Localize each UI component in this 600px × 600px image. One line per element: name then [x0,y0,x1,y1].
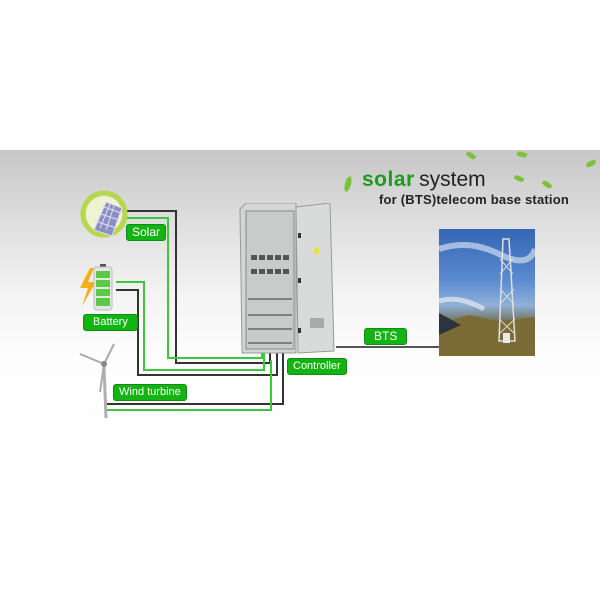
solar-panel-icon [80,190,128,238]
wind-turbine-icon [79,343,115,419]
bts-tower-photo [439,229,535,356]
solar-label: Solar [126,224,167,241]
page-subtitle: for (BTS)telecom base station [379,192,569,207]
controller-cabinet-icon [239,203,335,354]
battery-icon [80,264,113,311]
wind-turbine-label: Wind turbine [113,384,187,401]
title-highlight: solar [362,168,415,191]
controller-label: Controller [287,358,347,375]
battery-label: Battery [83,314,138,331]
page-title: solar system [362,168,486,192]
title-rest: system [419,168,486,191]
bts-label: BTS [364,328,408,345]
